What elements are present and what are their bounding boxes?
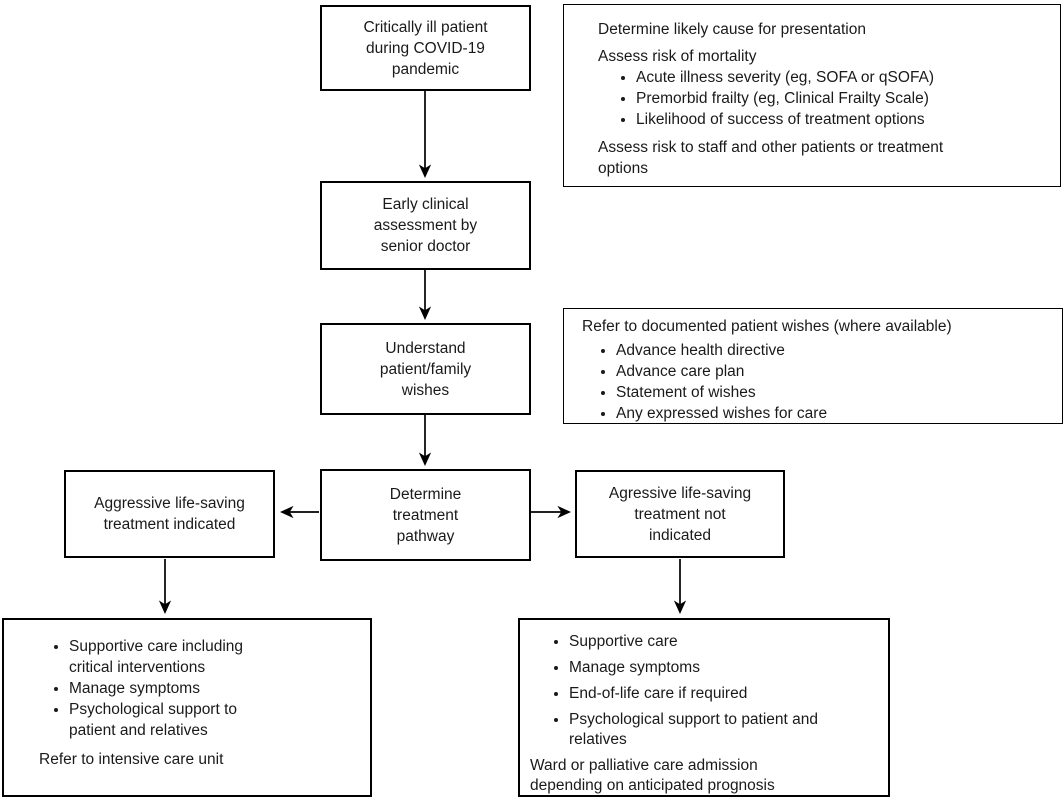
list-item: Any expressed wishes for care (616, 403, 1052, 424)
list-item: Premorbid frailty (eg, Clinical Frailty … (636, 88, 1046, 109)
node-aggressive-treatment-indicated: Aggressive life-saving treatment indicat… (64, 470, 275, 558)
node-understand-patient-family-wishes: Understand patient/family wishes (320, 323, 531, 415)
info-box-documented-patient-wishes: Refer to documented patient wishes (wher… (563, 308, 1063, 424)
node-aggressive-treatment-not-indicated: Agressive life-saving treatment not indi… (575, 470, 785, 558)
list-item: End-of-life care if required (569, 684, 878, 704)
info-line-determine-cause: Determine likely cause for presentation (598, 21, 866, 38)
list-item: Supportive care (569, 632, 878, 652)
list-item: Likelihood of success of treatment optio… (636, 109, 1046, 130)
documented-wishes-bullet-list: Advance health directive Advance care pl… (582, 340, 1052, 424)
node-early-clinical-assessment: Early clinical assessment by senior doct… (320, 181, 531, 270)
outcome-footer-ward-admission: Ward or palliative care admission depend… (530, 757, 775, 794)
list-item: Manage symptoms (569, 658, 878, 678)
info-line-assess-staff-risk: Assess risk to staff and other patients … (598, 139, 944, 177)
intensive-care-bullet-list: Supportive care including critical inter… (39, 636, 350, 741)
info-box-cause-and-risk-assessment: Determine likely cause for presentation … (563, 4, 1061, 187)
info-line-assess-mortality: Assess risk of mortality (598, 48, 757, 65)
outcome-box-intensive-care: Supportive care including critical inter… (2, 618, 372, 797)
list-item: Psychological support to patient and rel… (569, 710, 878, 750)
outcome-box-ward-palliative-care: Supportive care Manage symptoms End-of-l… (518, 618, 890, 797)
info-line-refer-documented-wishes: Refer to documented patient wishes (wher… (582, 318, 952, 335)
list-item: Supportive care including critical inter… (69, 636, 350, 678)
list-item: Advance health directive (616, 340, 1052, 361)
outcome-footer-refer-icu: Refer to intensive care unit (39, 751, 224, 768)
list-item: Statement of wishes (616, 382, 1052, 403)
ward-palliative-bullet-list: Supportive care Manage symptoms End-of-l… (530, 632, 878, 750)
mortality-risk-bullet-list: Acute illness severity (eg, SOFA or qSOF… (598, 67, 1046, 130)
list-item: Manage symptoms (69, 678, 350, 699)
node-determine-treatment-pathway: Determine treatment pathway (320, 469, 531, 561)
list-item: Acute illness severity (eg, SOFA or qSOF… (636, 67, 1046, 88)
list-item: Psychological support to patient and rel… (69, 699, 350, 741)
list-item: Advance care plan (616, 361, 1052, 382)
node-critically-ill-patient: Critically ill patient during COVID-19 p… (320, 5, 531, 91)
